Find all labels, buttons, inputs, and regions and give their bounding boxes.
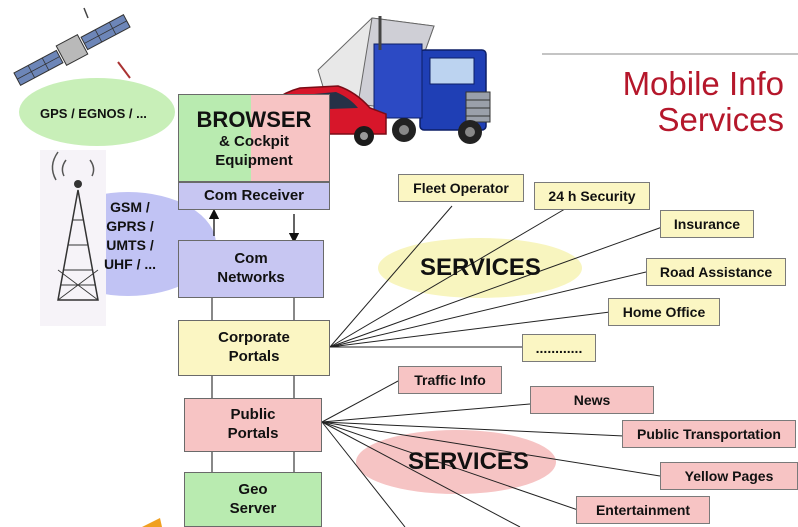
network-line: UMTS / [106,237,154,253]
public-portals-box: Public Portals [184,398,322,452]
com-networks-line-2: Networks [217,269,285,286]
title-line-2: Services [657,101,784,138]
service-traffic-info: Traffic Info [398,366,502,394]
public-portals-line-2: Portals [227,425,279,442]
browser-title: BROWSER [196,106,312,132]
service-fleet-operator: Fleet Operator [398,174,524,202]
service-insurance: Insurance [660,210,754,238]
services-ellipse-corporate [378,238,582,298]
service-public-transportation: Public Transportation [622,420,796,448]
gps-label: GPS / EGNOS / ... [40,106,147,121]
corporate-fan [329,205,666,348]
services-ellipse-public [356,430,556,494]
title-line-1: Mobile Info [622,65,784,102]
browser-subtitle-2: Equipment [215,151,293,169]
satellite-icon [13,7,131,86]
service-entertainment: Entertainment [576,496,710,524]
radio-tower-icon [40,150,106,326]
service-road-assistance: Road Assistance [646,258,786,286]
network-line: UHF / ... [103,256,157,272]
geo-server-line-2: Server [229,499,277,517]
browser-box: BROWSER & Cockpit Equipment [178,94,330,182]
service-news: News [530,386,654,414]
truck-icon [317,16,491,144]
services-hub-public: SERVICES [408,448,529,475]
geo-server-box: Geo Server [184,472,322,527]
gps-ellipse [19,78,175,146]
service-home-office: Home Office [608,298,720,326]
page-title: Mobile Info Services [623,66,784,138]
com-receiver-label: Com Receiver [203,186,305,204]
com-networks-line-1: Com [234,250,268,268]
geo-server-line-1: Geo [238,480,268,498]
browser-subtitle-1: & Cockpit [218,133,289,150]
service-more: ............ [522,334,596,362]
service-24h-security: 24 h Security [534,182,650,210]
com-receiver-box: Com Receiver [178,182,330,210]
com-networks-box: Com Networks [178,240,324,298]
network-line: GPRS / [106,218,154,234]
corporate-portals-line-1: Corporate [218,329,290,347]
network-line: GSM / [110,199,150,215]
corporate-portals-line-2: Portals [228,348,280,365]
public-fan [321,380,661,527]
public-portals-line-1: Public [230,406,276,424]
services-hub-corporate: SERVICES [420,254,541,281]
corporate-portals-box: Corporate Portals [178,320,330,376]
network-types-label: GSM / GPRS / UMTS / UHF / ... [102,198,158,274]
corner-fragment [142,518,162,527]
service-yellow-pages: Yellow Pages [660,462,798,490]
